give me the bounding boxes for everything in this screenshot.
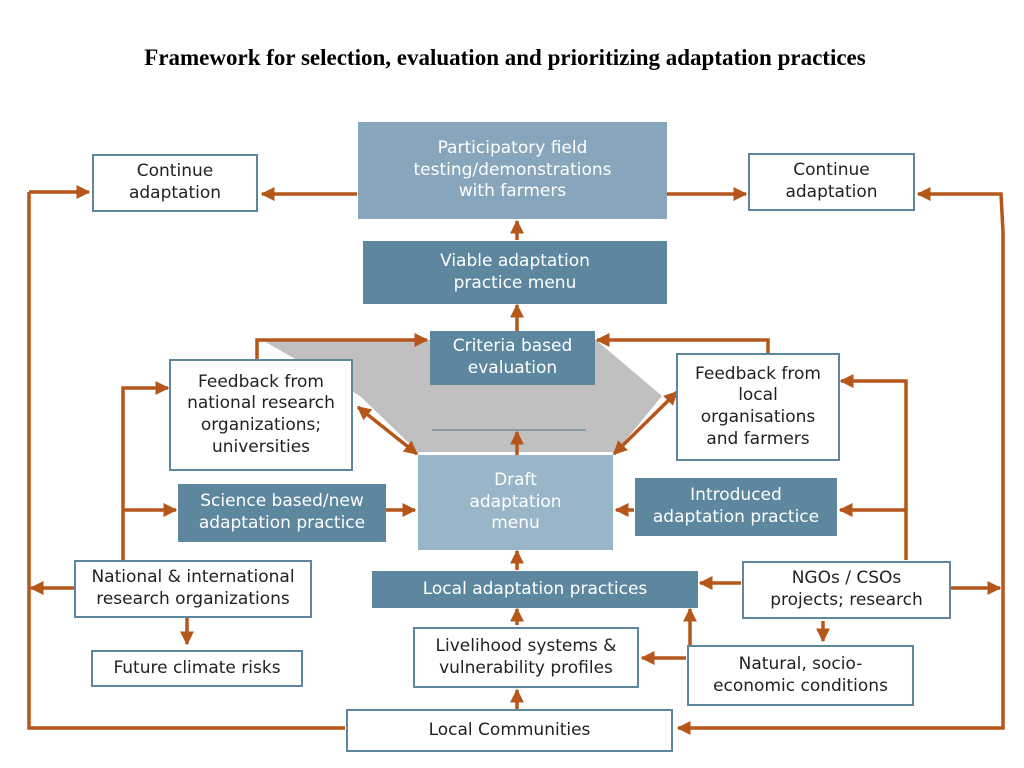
arrow-right-to-criteria (595, 333, 770, 353)
continue-adaptation-right: Continue adaptation (748, 153, 915, 211)
introduced-adaptation-practice: Introduced adaptation practice (635, 478, 837, 536)
arrow-ngo-to-feedback-local (839, 374, 908, 560)
arrow-left-to-criteria (255, 333, 429, 360)
livelihood-vulnerability-profiles: Livelihood systems & vulnerability profi… (413, 627, 639, 688)
local-adaptation-practices: Local adaptation practices (372, 571, 698, 608)
arrow-feedback-local-draft (612, 390, 679, 456)
draft-adaptation-menu: Draft adaptation menu (418, 455, 613, 550)
left-loop-bottom (27, 192, 345, 730)
future-climate-risks: Future climate risks (91, 650, 303, 687)
ngos-csos-projects: NGOs / CSOs projects; research (742, 561, 951, 619)
arrow-national-branches (121, 381, 170, 560)
feedback-national-research: Feedback from national research organiza… (169, 359, 353, 471)
natural-socio-economic-conditions: Natural, socio- economic conditions (687, 645, 914, 706)
right-loop-bottom (676, 232, 1005, 735)
science-based-practice: Science based/new adaptation practice (178, 484, 386, 542)
participatory-field-testing: Participatory field testing/demonstratio… (358, 122, 667, 219)
viable-adaptation-menu: Viable adaptation practice menu (363, 241, 667, 304)
arrow-feedback-national-draft (356, 405, 419, 456)
feedback-local-organisations: Feedback from local organisations and fa… (676, 353, 840, 461)
criteria-based-evaluation: Criteria based evaluation (430, 331, 595, 385)
continue-adaptation-left: Continue adaptation (92, 154, 258, 212)
page-title: Framework for selection, evaluation and … (144, 45, 866, 70)
national-international-research: National & international research organi… (74, 560, 312, 618)
arrow-loop-to-continue-right (916, 187, 1005, 233)
local-communities: Local Communities (346, 709, 673, 752)
